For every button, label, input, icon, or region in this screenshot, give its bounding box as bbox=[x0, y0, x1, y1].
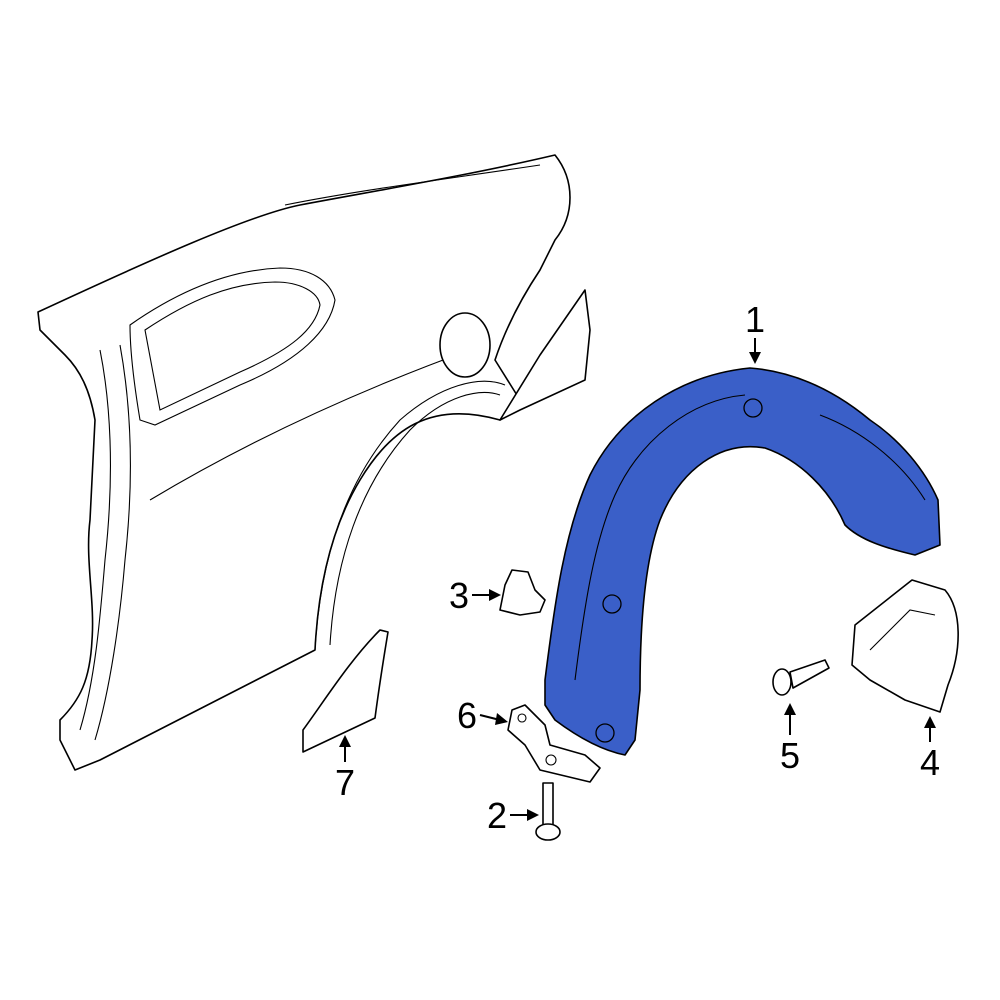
callout-1[interactable]: 1 bbox=[745, 299, 765, 364]
callout-7[interactable]: 7 bbox=[335, 735, 355, 803]
svg-text:2: 2 bbox=[487, 795, 507, 836]
svg-text:5: 5 bbox=[780, 735, 800, 776]
svg-text:3: 3 bbox=[449, 575, 469, 616]
callout-5[interactable]: 5 bbox=[780, 703, 800, 776]
callout-2[interactable]: 2 bbox=[487, 795, 539, 836]
svg-text:7: 7 bbox=[335, 762, 355, 803]
part-6-bracket[interactable] bbox=[507, 704, 601, 783]
part-7-trim-panel[interactable] bbox=[302, 629, 389, 753]
callout-3[interactable]: 3 bbox=[449, 575, 501, 616]
part-4-mud-flap[interactable] bbox=[851, 579, 959, 713]
callouts: 1 2 3 4 5 6 7 bbox=[335, 299, 940, 836]
callout-6[interactable]: 6 bbox=[457, 695, 508, 736]
svg-text:4: 4 bbox=[920, 742, 940, 783]
part-1-wheel-liner[interactable] bbox=[544, 367, 941, 756]
part-3-nut-clip[interactable] bbox=[499, 569, 546, 616]
part-5-bolt[interactable] bbox=[772, 659, 830, 696]
wheel-liner-shape[interactable] bbox=[544, 367, 941, 756]
callout-4[interactable]: 4 bbox=[920, 716, 940, 783]
quarter-panel bbox=[37, 154, 591, 771]
svg-text:6: 6 bbox=[457, 695, 477, 736]
svg-text:1: 1 bbox=[745, 299, 765, 340]
part-2-screw[interactable] bbox=[535, 782, 561, 841]
